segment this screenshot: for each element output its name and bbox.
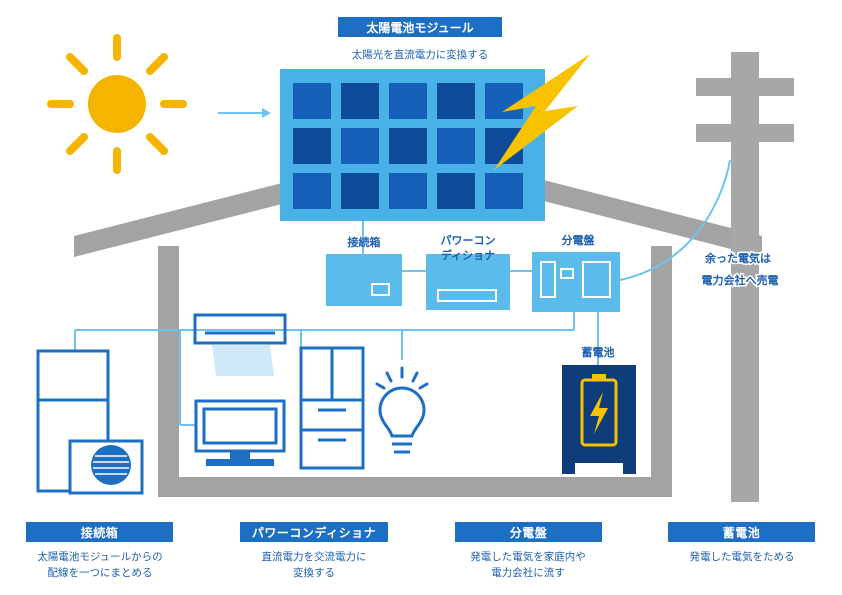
sell-label-halo-2: 電力会社へ売電 xyxy=(702,273,779,287)
sell-label-halo-1: 余った電気は xyxy=(704,251,771,265)
utility-pole-icon xyxy=(696,52,794,502)
battery-icon xyxy=(562,365,636,474)
solar-cell xyxy=(293,128,331,164)
sell-label-1: 余った電気は xyxy=(704,251,771,265)
junction-box-label: 接続箱 xyxy=(348,235,381,249)
solar-cell xyxy=(293,173,331,209)
power-conditioner xyxy=(426,254,510,310)
legend-desc-line: 電力会社に流す xyxy=(491,567,565,579)
solar-panel xyxy=(280,69,545,221)
solar-cell xyxy=(437,128,475,164)
solar-cell xyxy=(485,173,523,209)
solar-cell xyxy=(341,83,379,119)
legend-desc-junction-box: 太陽電池モジュールからの 配線を一つにまとめる xyxy=(10,549,190,581)
junction-box xyxy=(326,254,402,306)
panel-title-bg xyxy=(338,17,502,37)
legend-title-junction-box: 接続箱 xyxy=(26,522,173,542)
power-conditioner-label-2: ディショナ xyxy=(441,248,495,262)
legend-title-power-conditioner: パワーコンディショナ xyxy=(240,522,388,542)
legend-desc-line: 発電した電気をためる xyxy=(689,551,795,563)
sun-icon xyxy=(47,34,187,174)
heat-pump-icon xyxy=(36,349,144,495)
panel-title: 太陽電池モジュール xyxy=(366,20,473,35)
legend-title-distribution-board: 分電盤 xyxy=(455,522,602,542)
panel-subtitle: 太陽光を直流電力に変換する xyxy=(352,48,489,61)
light-bulb-icon xyxy=(375,366,429,454)
solar-cell xyxy=(341,173,379,209)
legend-desc-storage-battery: 発電した電気をためる xyxy=(652,549,832,565)
legend-desc-distribution-board: 発電した電気を家庭内や 電力会社に流す xyxy=(438,549,618,581)
legend-desc-power-conditioner: 直流電力を交流電力に 変換する xyxy=(224,549,404,581)
legend-desc-line: 発電した電気を家庭内や xyxy=(470,551,586,563)
power-conditioner-label-1: パワーコン xyxy=(441,234,496,247)
legend-title-storage-battery: 蓄電池 xyxy=(668,522,815,542)
wiring xyxy=(74,159,731,426)
solar-cell xyxy=(389,128,427,164)
solar-cell xyxy=(293,83,331,119)
storage-battery-label: 蓄電池 xyxy=(582,345,615,359)
tv-icon xyxy=(194,399,286,466)
solar-cell xyxy=(437,83,475,119)
air-conditioner-icon xyxy=(193,313,287,376)
solar-cell xyxy=(485,83,523,119)
lightning-icon xyxy=(494,54,590,170)
solar-cell xyxy=(389,83,427,119)
refrigerator-icon xyxy=(299,346,365,470)
legend-desc-line: 変換する xyxy=(293,567,335,579)
solar-cell xyxy=(389,173,427,209)
house-outline xyxy=(74,148,762,497)
sell-label-2: 電力会社へ売電 xyxy=(702,273,779,287)
sunlight-arrow xyxy=(218,108,271,118)
distribution-board xyxy=(532,252,620,312)
legend-desc-line: 直流電力を交流電力に xyxy=(261,551,367,563)
solar-cell xyxy=(341,128,379,164)
legend-desc-line: 太陽電池モジュールからの xyxy=(37,551,163,563)
solar-cell xyxy=(437,173,475,209)
distribution-board-label: 分電盤 xyxy=(562,233,596,247)
legend-desc-line: 配線を一つにまとめる xyxy=(47,567,153,579)
